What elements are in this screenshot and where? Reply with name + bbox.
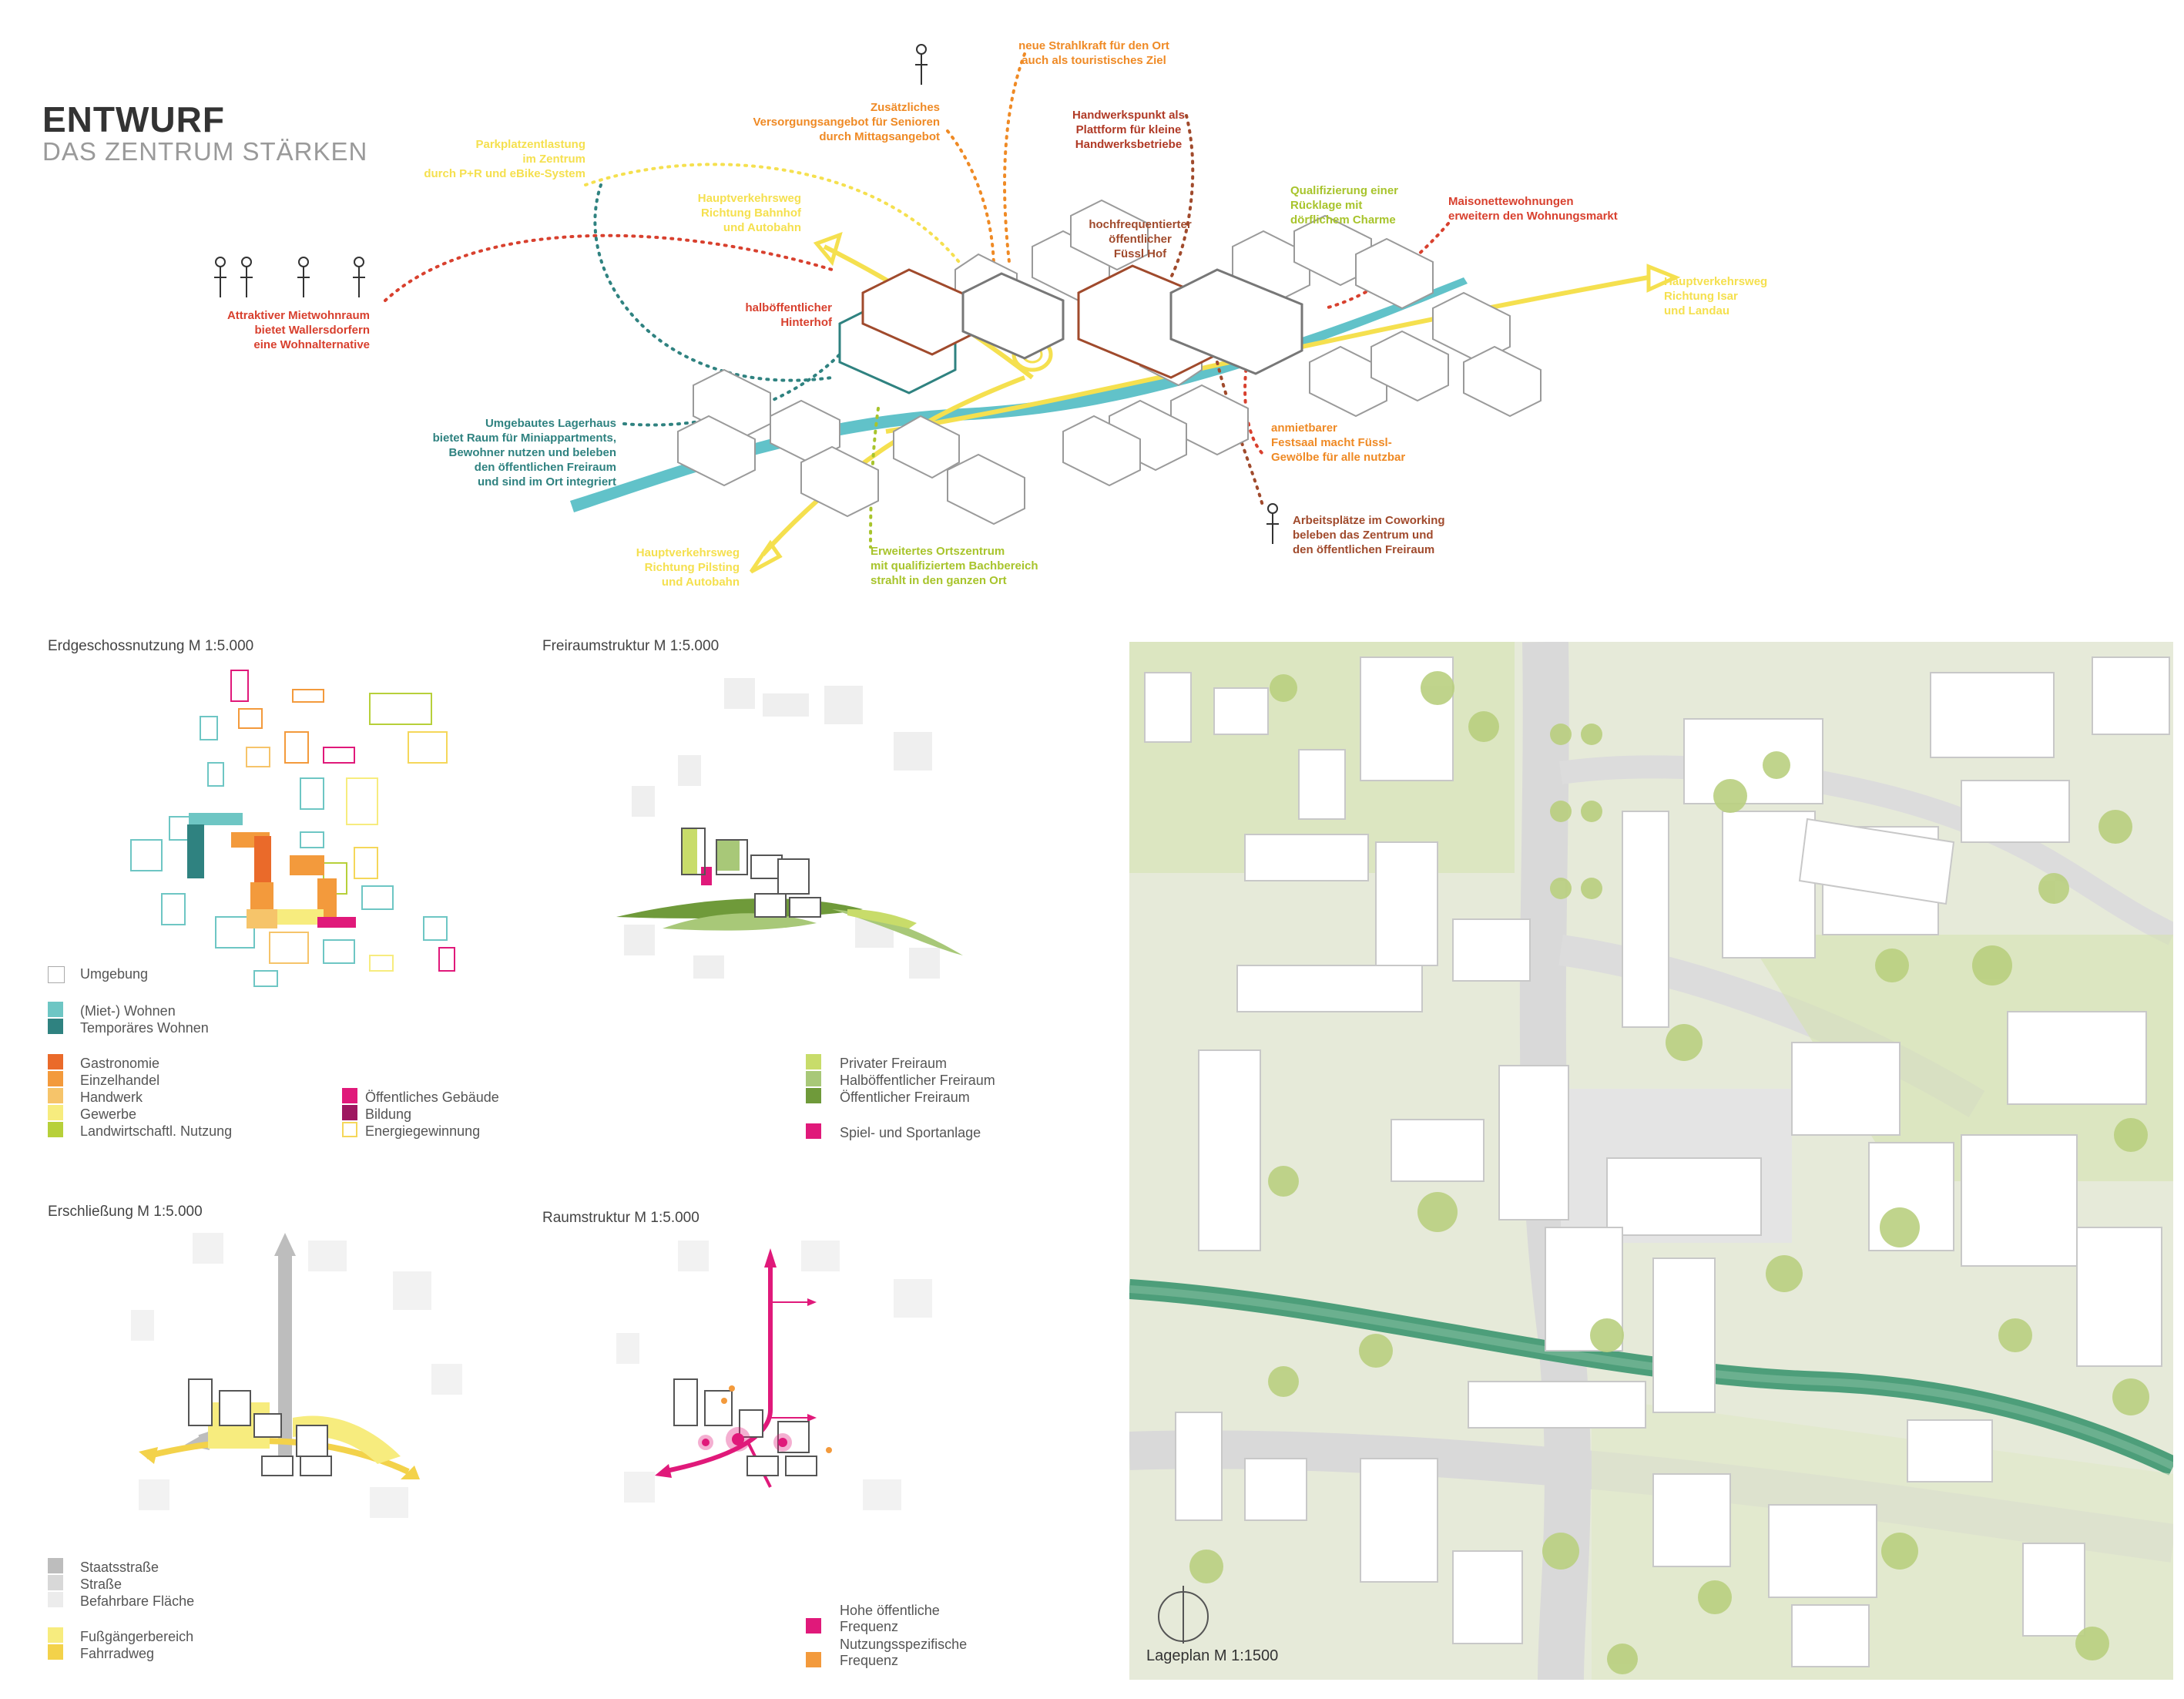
annotation-coworking: Arbeitsplätze im Coworking beleben das Z… <box>1293 514 1445 556</box>
dots-mietwohn <box>384 233 834 302</box>
legend-label-spiel: Spiel- und Sportanlage <box>840 1125 981 1140</box>
erdgeschoss-title: Erdgeschossnutzung M 1:5.000 <box>48 638 254 654</box>
freiraum-title: Freiraumstruktur M 1:5.000 <box>542 638 720 654</box>
dots-lagerhaus <box>622 353 841 427</box>
legend-swatch-strasse <box>48 1575 63 1590</box>
legend-label-oeffentlich-freiraum: Öffentlicher Freiraum <box>840 1090 970 1105</box>
legend-label-halboeffentlich: Halböffentlicher Freiraum <box>840 1073 995 1088</box>
raumstruktur-map <box>616 1241 932 1510</box>
legend-label-einzelhandel: Einzelhandel <box>80 1073 160 1088</box>
dots-strahlkraft <box>1003 52 1026 264</box>
legend-label-gewerbe: Gewerbe <box>80 1106 137 1122</box>
page-subtitle: DAS ZENTRUM STÄRKEN <box>42 137 368 166</box>
legend-swatch-temp-wohnen <box>48 1019 63 1034</box>
legend-swatch-oeffentlich <box>342 1088 357 1103</box>
annotation-fuessl-hof: hochfrequentierter öffentlicher Füssl Ho… <box>1089 218 1192 260</box>
legend-swatch-hohe-frequenz <box>806 1618 821 1634</box>
annotation-strahlkraft: neue Strahlkraft für den Ort auch als to… <box>1018 39 1169 67</box>
legend-swatch-befahrbar <box>48 1592 63 1607</box>
legend-label-energie: Energiegewinnung <box>365 1123 481 1139</box>
legend-swatch-wohnen <box>48 1002 63 1017</box>
legend-swatch-spiel <box>806 1123 821 1139</box>
legend-label-wohnen: (Miet-) Wohnen <box>80 1003 176 1019</box>
annotation-hv-pilsting: Hauptverkehrsweg Richtung Pilsting und A… <box>636 546 740 589</box>
annotation-mietwohn: Attraktiver Mietwohnraum bietet Wallersd… <box>226 309 370 351</box>
dots-maisonette <box>1323 222 1450 310</box>
lageplan-map: Lageplan M 1:1500 <box>1129 642 2173 1680</box>
legend-label-fahrrad: Fahrradweg <box>80 1646 155 1661</box>
dots-coworking <box>1216 361 1265 510</box>
dots-parkplatz <box>584 163 972 279</box>
dots-handwerk <box>1169 114 1195 279</box>
legend-swatch-staatsstrasse <box>48 1558 63 1573</box>
erschliessung-map <box>131 1233 462 1518</box>
legend-swatch-halboeffentlich <box>806 1071 821 1086</box>
route-pilsting-arrow <box>749 539 783 574</box>
legend-swatch-handwerk <box>48 1088 63 1103</box>
annotation-hv-bahnhof: Hauptverkehrsweg Richtung Bahnhof und Au… <box>697 192 801 234</box>
legend-swatch-nutzung-frequenz <box>806 1652 821 1667</box>
legend-label-landwirtschaft: Landwirtschaftl. Nutzung <box>80 1123 233 1139</box>
route-pilsting <box>760 375 1026 557</box>
legend-label-strasse: Straße <box>80 1576 122 1592</box>
annotation-handwerk: Handwerkspunkt als Plattform für kleine … <box>1072 109 1185 151</box>
concept-axonometry <box>214 44 1681 574</box>
legend-swatch-energie <box>342 1122 357 1137</box>
annotation-qualifizierung: Qualifizierung einer Rücklage mit dörfli… <box>1290 184 1399 227</box>
route-isar <box>885 275 1649 434</box>
erdgeschoss-map <box>130 670 455 987</box>
legend-label-befahrbar: Befahrbare Fläche <box>80 1593 195 1609</box>
legend-swatch-fahrrad <box>48 1644 63 1660</box>
legend-label-oeffentlich: Öffentliches Gebäude <box>365 1090 499 1105</box>
legend-label-staatsstrasse: Staatsstraße <box>80 1560 159 1575</box>
page-title: ENTWURF <box>42 99 225 139</box>
legend-swatch-einzelhandel <box>48 1071 63 1086</box>
annotation-ortszentrum: Erweitertes Ortszentrum mit qualifiziert… <box>871 545 1038 587</box>
legend-swatch-umgebung <box>48 966 65 983</box>
legend-label-fussgaenger: Fußgängerbereich <box>80 1629 194 1644</box>
legend-swatch-oeffentlich-freiraum <box>806 1088 821 1103</box>
dots-teal-loop <box>593 183 834 382</box>
annotation-versorgung: Zusätzliches Versorgungsangebot für Seni… <box>753 101 940 143</box>
legend-label-privat: Privater Freiraum <box>840 1056 948 1071</box>
people-icons <box>214 44 1279 544</box>
legend-swatch-landwirtschaft <box>48 1122 63 1137</box>
legend-swatch-gastro <box>48 1054 63 1069</box>
freiraum-map <box>616 678 963 979</box>
annotation-hv-isar: Hauptverkehrsweg Richtung Isar und Landa… <box>1664 275 1768 317</box>
legend-label-temp-wohnen: Temporäres Wohnen <box>80 1020 209 1036</box>
route-isar-arrow <box>1646 264 1681 293</box>
erschliessung-title: Erschließung M 1:5.000 <box>48 1204 203 1220</box>
legend-label-gastro: Gastronomie <box>80 1056 160 1071</box>
lageplan-title: Lageplan M 1:1500 <box>1146 1647 1279 1664</box>
legend-swatch-fussgaenger <box>48 1627 63 1643</box>
legend-swatch-gewerbe <box>48 1105 63 1120</box>
route-bahnhof-arrow <box>813 231 843 267</box>
legend-label-nutzung-frequenz: Nutzungsspezifische Frequenz <box>840 1637 968 1668</box>
legend-label-handwerk: Handwerk <box>80 1090 143 1105</box>
annotation-maisonette: Maisonettewohnungen erweitern den Wohnun… <box>1448 195 1618 223</box>
annotation-parkplatz: Parkplatzentlastung im Zentrum durch P+R… <box>424 138 585 180</box>
legend-label-umgebung: Umgebung <box>80 966 149 982</box>
annotation-festsaal: anmietbarer Festsaal macht Füssl- Gewölb… <box>1271 421 1406 464</box>
legend-swatch-bildung <box>342 1105 357 1120</box>
dots-versorgung <box>946 129 995 271</box>
legend-swatch-privat <box>806 1054 821 1069</box>
legend-label-hohe-frequenz: Hohe öffentliche Frequenz <box>840 1603 940 1634</box>
raumstruktur-title: Raumstruktur M 1:5.000 <box>542 1210 699 1226</box>
project-buildings <box>838 264 1303 395</box>
annotation-lagerhaus: Umgebautes Lagerhaus bietet Raum für Min… <box>432 417 616 489</box>
annotation-hinterhof: halböffentlicher Hinterhof <box>745 301 832 329</box>
legend-label-bildung: Bildung <box>365 1106 412 1122</box>
